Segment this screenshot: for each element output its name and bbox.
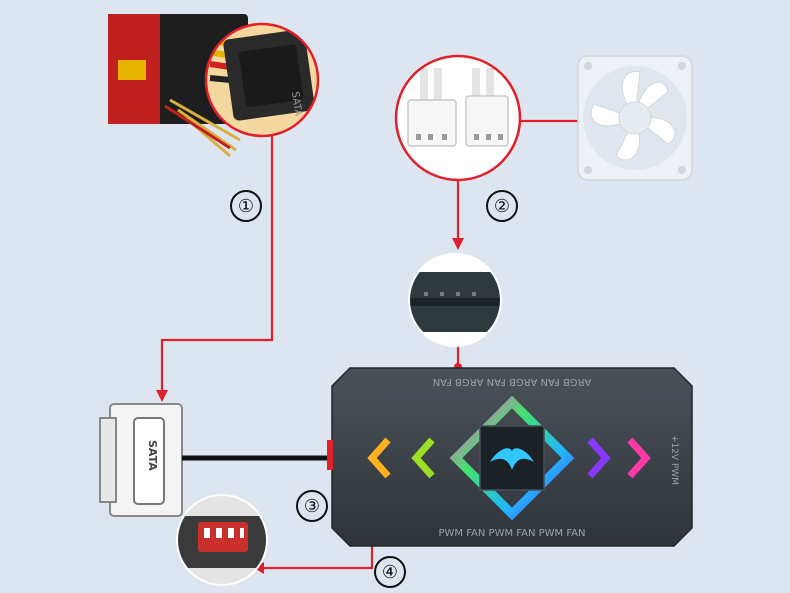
sata-connector-icon: SATA [99,403,330,517]
hub-top-text: ARGB FAN ARGB FAN ARGB FAN [433,376,592,387]
step-label-2: ② [486,190,518,222]
arrow-left-1-icon [367,437,391,479]
psu-sata-zoom: SATA [204,22,320,138]
wiring [156,119,580,574]
step-label-4: ④ [374,556,406,588]
pwm-connector-icon [176,494,268,586]
step-label-1: ① [230,190,262,222]
argb-connector-icon [394,54,522,182]
psu-sata-text: SATA [289,91,303,117]
hub-sata-text: SATA [146,440,159,471]
fan-icon [577,55,693,181]
hub-side-text: +12V PWM [669,435,679,485]
rgb-hub-icon: ARGB FAN ARGB FAN ARGB FAN PWM FAN PWM F… [327,367,693,547]
hub-bottom-text: PWM FAN PWM FAN PWM FAN [439,528,586,539]
arrow-right-1-icon [587,437,611,479]
arrow-left-2-icon [411,437,435,479]
hub-port-zoom [408,253,502,347]
arrow-right-2-icon [627,437,651,479]
rgb-diamond-icon [449,395,575,521]
step-label-3: ③ [296,490,328,522]
